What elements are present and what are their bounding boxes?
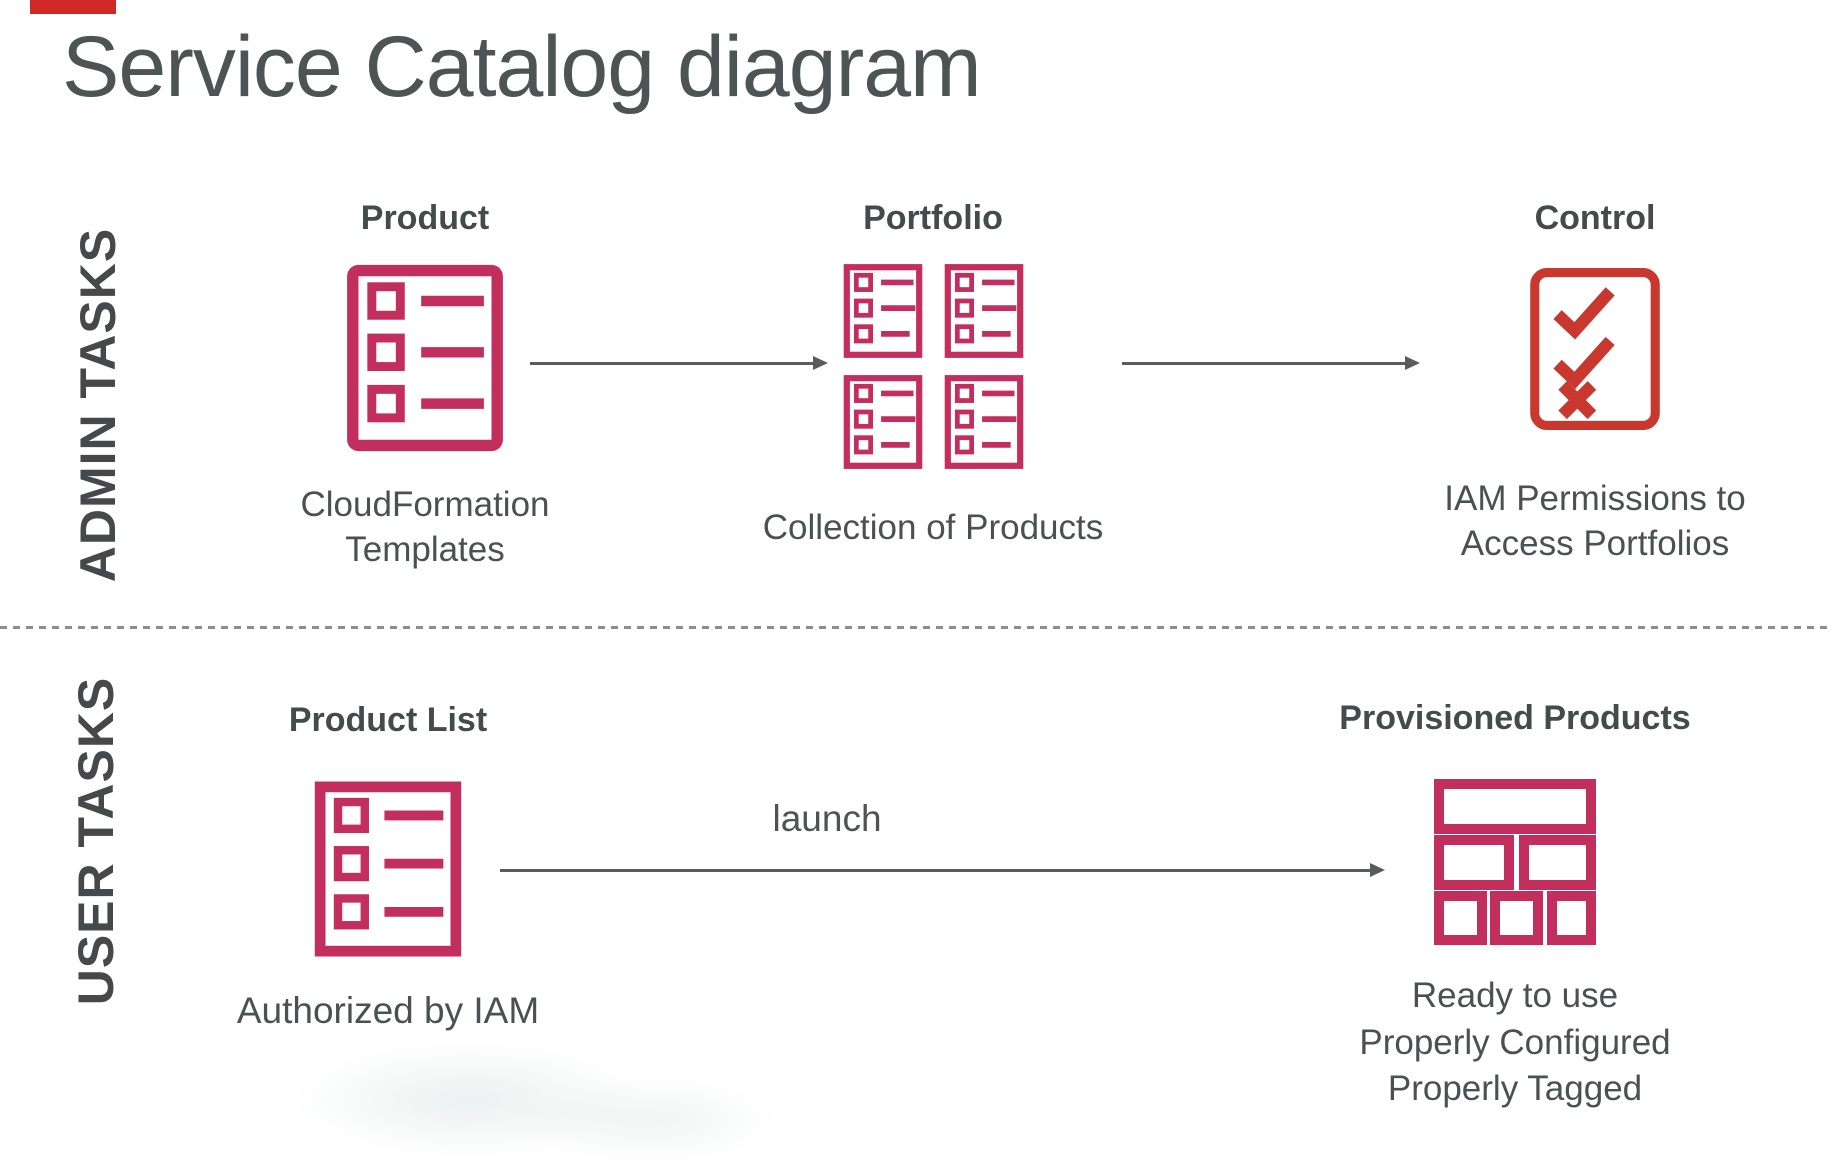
list-icon-grid — [843, 263, 1024, 470]
arrow-portfolio-to-control — [1122, 356, 1420, 369]
control-section: Control IAM Permissions to Access Portfo… — [1425, 199, 1765, 567]
portfolio-heading: Portfolio — [863, 199, 1003, 237]
faint-smudge — [290, 1040, 650, 1160]
arrow-product-to-portfolio — [530, 356, 828, 369]
product-list-heading: Product List — [288, 701, 488, 739]
product-list-section: Product List Authorized by IAM — [236, 701, 540, 1035]
provisioned-products-caption: Ready to use Properly Configured Properl… — [1359, 976, 1671, 1108]
control-heading: Control — [1534, 199, 1656, 237]
product-list-caption: Authorized by IAM — [236, 990, 540, 1032]
launch-label: launch — [772, 798, 882, 839]
product-section: Product CloudFormation Templates — [285, 199, 565, 573]
page-title: Service Catalog diagram — [62, 19, 982, 115]
provisioned-products-section: Provisioned Products Ready to use Proper… — [1325, 699, 1705, 1112]
user-tasks-label: USER TASKS — [68, 676, 124, 1006]
product-heading: Product — [360, 199, 490, 237]
admin-tasks-label: ADMIN TASKS — [70, 227, 126, 583]
list-icon — [843, 264, 922, 359]
list-icon — [944, 264, 1023, 359]
faint-smudge — [520, 1075, 780, 1165]
portfolio-caption: Collection of Products — [762, 508, 1104, 548]
bricks-icon — [1434, 779, 1596, 946]
arrow-launch — [500, 863, 1385, 876]
checklist-icon — [1528, 267, 1662, 431]
red-accent-tab — [30, 0, 116, 14]
control-caption: IAM Permissions to Access Portfolios — [1444, 479, 1746, 564]
product-caption: CloudFormation Templates — [300, 485, 550, 570]
list-icon — [313, 773, 463, 965]
list-icon — [944, 375, 1023, 470]
portfolio-section: Portfolio — [763, 199, 1103, 551]
dashed-divider — [0, 626, 1832, 629]
list-icon — [345, 263, 505, 453]
provisioned-products-heading: Provisioned Products — [1339, 699, 1691, 737]
list-icon — [843, 375, 922, 470]
